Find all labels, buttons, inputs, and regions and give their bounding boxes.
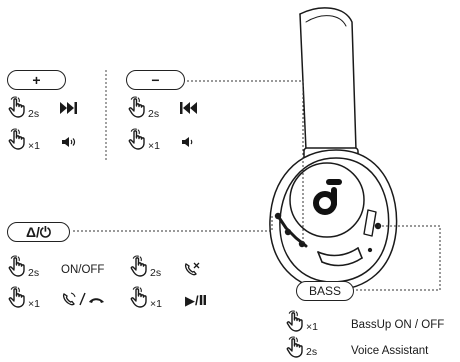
bass-press-count: ×1: [306, 321, 318, 333]
hand-press-icon: [128, 286, 150, 308]
volume-up-icon: [62, 137, 76, 147]
soundcore-logo-icon: [313, 179, 342, 215]
previous-track-icon: [180, 102, 197, 114]
bass-button-label: BASS: [308, 284, 341, 298]
power-button[interactable]: Δ/⏻: [7, 222, 70, 242]
volume-up-button[interactable]: +: [7, 70, 66, 90]
bass-button[interactable]: BASS: [296, 281, 354, 301]
bass-hold-duration: 2s: [306, 346, 318, 358]
next-track-icon: [60, 102, 77, 114]
plus-press-count: ×1: [28, 140, 40, 152]
call-press-count: ×1: [28, 298, 40, 310]
voice-assistant-label: Voice Assistant: [351, 345, 429, 357]
volume-up-button-label: +: [32, 72, 41, 88]
volume-down-button[interactable]: −: [126, 70, 185, 90]
hand-press-icon: [126, 128, 148, 150]
power-onoff-label: ON/OFF: [61, 264, 105, 276]
power-hold-duration: 2s: [28, 267, 40, 279]
reject-call-icon: [184, 262, 200, 276]
hand-press-icon: [284, 310, 306, 332]
hand-hold-icon: [6, 255, 28, 277]
answer-end-call-icon: [62, 292, 104, 306]
reject-hold-duration: 2s: [150, 267, 162, 279]
volume-down-button-label: −: [151, 72, 160, 88]
hand-press-icon: [6, 286, 28, 308]
hand-hold-icon: [128, 255, 150, 277]
play-press-count: ×1: [150, 298, 162, 310]
volume-down-icon: [182, 137, 193, 147]
hand-hold-icon: [284, 336, 306, 358]
hand-press-icon: [6, 128, 28, 150]
plus-hold-duration: 2s: [28, 108, 40, 120]
minus-press-count: ×1: [148, 140, 160, 152]
minus-hold-duration: 2s: [148, 108, 160, 120]
play-pause-icon: ▶/Ⅱ: [185, 293, 208, 308]
power-button-label: Δ/⏻: [25, 224, 52, 240]
bassup-label: BassUp ON / OFF: [351, 319, 445, 331]
hand-hold-icon: [6, 96, 28, 118]
hand-hold-icon: [126, 96, 148, 118]
